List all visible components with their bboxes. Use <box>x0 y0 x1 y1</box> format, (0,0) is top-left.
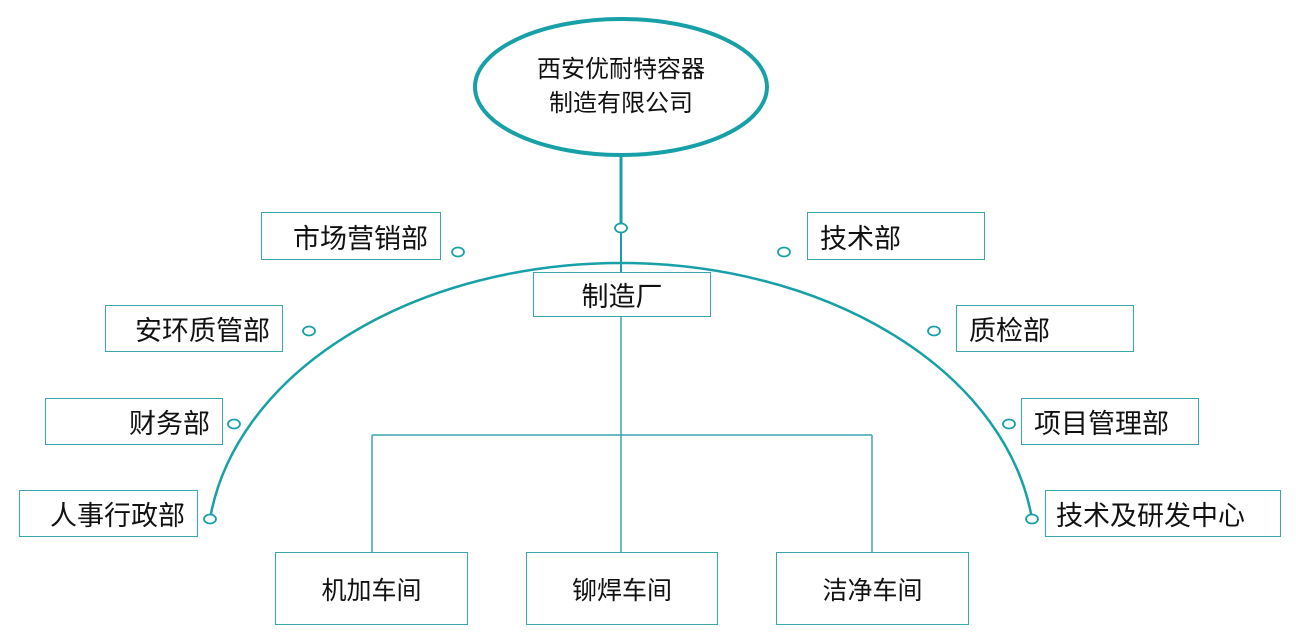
dept-quality-inspection[interactable]: 质检部 <box>956 305 1134 352</box>
workshop-label: 铆焊车间 <box>571 575 672 605</box>
arc-node-right-2 <box>927 325 941 337</box>
dept-label: 技术部 <box>820 223 901 255</box>
arc-node-left-1 <box>451 246 465 258</box>
arc-node-top <box>614 222 628 234</box>
dept-label: 财务部 <box>129 409 210 440</box>
company-title: 西安优耐特容器 制造有限公司 <box>476 52 766 120</box>
workshop-riveting-welding[interactable]: 铆焊车间 <box>526 552 718 625</box>
arc-node-left-2 <box>302 325 316 337</box>
dept-label: 质检部 <box>969 316 1050 347</box>
workshop-label: 机加车间 <box>321 575 422 605</box>
dept-label: 市场营销部 <box>293 223 428 255</box>
dept-safety-quality[interactable]: 安环质管部 <box>105 305 283 352</box>
arc-node-right-1 <box>777 246 791 258</box>
dept-finance[interactable]: 财务部 <box>45 398 223 445</box>
company-title-line2: 制造有限公司 <box>549 89 693 117</box>
dept-label: 安环质管部 <box>135 316 270 347</box>
arc-node-left-4 <box>203 513 217 525</box>
factory-label: 制造厂 <box>581 282 663 313</box>
dept-project-management[interactable]: 项目管理部 <box>1021 398 1199 445</box>
dept-label: 人事行政部 <box>50 501 185 532</box>
arc-node-left-3 <box>227 418 241 430</box>
dept-technology[interactable]: 技术部 <box>807 212 985 260</box>
factory-node[interactable]: 制造厂 <box>533 272 711 317</box>
workshop-machining[interactable]: 机加车间 <box>275 552 468 625</box>
dept-marketing[interactable]: 市场营销部 <box>261 212 441 260</box>
workshop-cleanroom[interactable]: 洁净车间 <box>776 552 969 625</box>
dept-hr-admin[interactable]: 人事行政部 <box>19 490 198 537</box>
dept-tech-rnd-center[interactable]: 技术及研发中心 <box>1045 490 1281 537</box>
company-title-line1: 西安优耐特容器 <box>537 55 705 83</box>
arc-node-right-3 <box>1002 418 1016 430</box>
arc-node-right-4 <box>1025 513 1039 525</box>
workshop-label: 洁净车间 <box>822 575 923 605</box>
dept-label: 项目管理部 <box>1034 409 1169 440</box>
dept-label: 技术及研发中心 <box>1056 501 1245 532</box>
